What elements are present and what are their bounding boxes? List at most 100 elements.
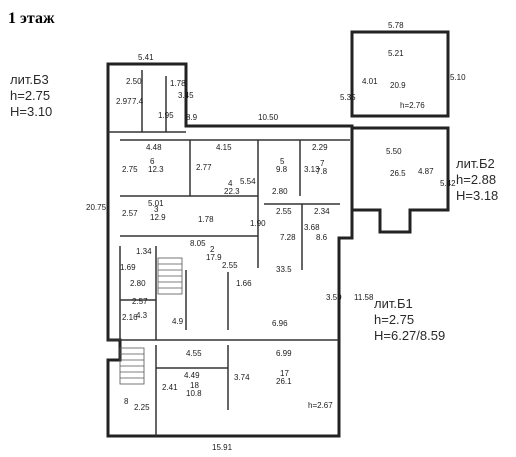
dim-label: 1.78 [170, 79, 186, 88]
dim-label: 15.91 [212, 443, 233, 452]
room-area: 4.3 [136, 311, 148, 320]
dim-label: 3.13 [304, 165, 320, 174]
room-number: 6 [150, 157, 155, 166]
dim-label: h=2.76 [400, 101, 425, 110]
room-area: 26.5 [390, 169, 406, 178]
dim-label: 4.48 [146, 143, 162, 152]
dim-label: 3.74 [234, 373, 250, 382]
dim-label: 3.68 [304, 223, 320, 232]
dim-label: 2.80 [272, 187, 288, 196]
dim-label: 2.75 [122, 165, 138, 174]
building-inner-height: h=2.88 [456, 172, 497, 187]
stair-steps-2 [120, 353, 144, 379]
dim-label: 5.35 [340, 93, 356, 102]
dim-label: 1.78 [198, 215, 214, 224]
dim-label: 2.41 [162, 383, 178, 392]
building-name: лит.Б2 [456, 156, 495, 171]
interior-walls [108, 70, 350, 436]
dim-label: 7.28 [280, 233, 296, 242]
building-label-b2: лит.Б2 h=2.88 H=3.18 [456, 156, 498, 204]
room-number: 5 [280, 157, 285, 166]
dim-label: 5.01 [148, 199, 164, 208]
room-area: 12.9 [150, 213, 166, 222]
room-area: 10.8 [186, 389, 202, 398]
dim-label: 2.97 [116, 97, 132, 106]
dim-label: 2.50 [126, 77, 142, 86]
dim-label: 1.66 [236, 279, 252, 288]
building-name: лит.Б3 [10, 72, 49, 87]
dim-label: 5.42 [440, 179, 456, 188]
dim-label: 2.57 [122, 209, 138, 218]
room-number: 8 [124, 397, 129, 406]
dim-label: 2.29 [312, 143, 328, 152]
room-area: 20.9 [390, 81, 406, 90]
dim-label: 2.55 [222, 261, 238, 270]
wall-annex-top [350, 30, 450, 118]
stair-steps [158, 263, 182, 289]
room-area: 8.9 [186, 113, 198, 122]
dim-label: 3.45 [178, 91, 194, 100]
room-area: 8.6 [316, 233, 328, 242]
dim-label: 2.25 [134, 403, 150, 412]
building-label-b3: лит.Б3 h=2.75 H=3.10 [10, 72, 52, 120]
dim-label: 4.49 [184, 371, 200, 380]
dim-label: 11.58 [354, 293, 374, 302]
room-area: 9.8 [276, 165, 288, 174]
dim-label: 8.05 [190, 239, 206, 248]
building-total-height: H=3.18 [456, 188, 499, 203]
dim-label: 4.55 [186, 349, 202, 358]
dim-label: 1.95 [158, 111, 174, 120]
room-area: 12.3 [148, 165, 164, 174]
dim-label: 2.77 [196, 163, 212, 172]
floor-title: 1 этаж [8, 10, 55, 27]
dim-label: h=2.67 [308, 401, 333, 410]
building-inner-height: h=2.75 [10, 88, 51, 103]
room-area: 33.5 [276, 265, 292, 274]
dim-label: 2.55 [276, 207, 292, 216]
building-inner-height: h=2.75 [374, 312, 415, 327]
dim-label: 5.21 [388, 49, 404, 58]
dim-label: 4.87 [418, 167, 434, 176]
dim-label: 5.54 [240, 177, 256, 186]
dim-label: 1.69 [120, 263, 136, 272]
dim-label: 5.78 [388, 21, 404, 30]
room-number: 18 [190, 381, 199, 390]
dim-label: 1.34 [136, 247, 152, 256]
room-number: 3 [154, 205, 159, 214]
staircase [119, 257, 183, 385]
dim-label: 2.80 [130, 279, 146, 288]
dim-label: 2.57 [132, 297, 148, 306]
dim-label: 1.90 [250, 219, 266, 228]
dimension-labels: 5.78 5.21 4.01 5.10 h=2.76 5.41 2.50 1.7… [86, 21, 466, 452]
dim-label: 3.50 [326, 293, 342, 302]
dim-label: 2.16 [122, 313, 138, 322]
room-number: 4 [228, 179, 233, 188]
room-area: 26.1 [276, 377, 292, 386]
dim-label: 5.41 [138, 53, 154, 62]
wall-annex-b2 [350, 126, 450, 234]
dim-label: 5.10 [450, 73, 466, 82]
exterior-walls [106, 30, 450, 438]
room-area: 17.9 [206, 253, 222, 262]
dim-label: 10.50 [258, 113, 279, 122]
dim-label: 4.01 [362, 77, 378, 86]
building-label-b1: лит.Б1 h=2.75 H=6.27/8.59 [374, 296, 445, 344]
building-name: лит.Б1 [374, 296, 413, 311]
dim-label: 2.34 [314, 207, 330, 216]
building-total-height: H=3.10 [10, 104, 53, 119]
dim-label: 6.99 [276, 349, 292, 358]
room-area: 7.8 [316, 167, 328, 176]
room-area: 7.4 [132, 97, 144, 106]
dim-label: 6.96 [272, 319, 288, 328]
room-labels: 7.4 8.9 20.9 12.3 22.3 9.8 7.8 26.5 12.9… [124, 81, 406, 406]
dim-label: 5.50 [386, 147, 402, 156]
room-number: 7 [320, 159, 325, 168]
building-total-height: H=6.27/8.59 [374, 328, 446, 343]
room-number: 2 [210, 245, 215, 254]
dim-label: 4.15 [216, 143, 232, 152]
room-area: 4.9 [172, 317, 184, 326]
dim-label: 20.75 [86, 203, 107, 212]
room-number: 17 [280, 369, 289, 378]
room-area: 22.3 [224, 187, 240, 196]
